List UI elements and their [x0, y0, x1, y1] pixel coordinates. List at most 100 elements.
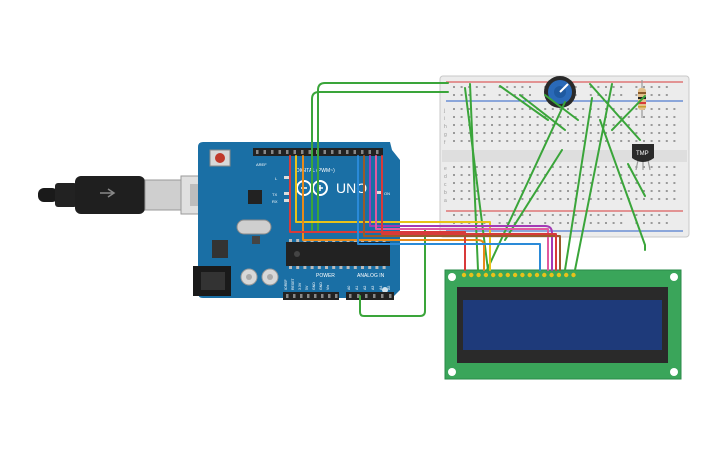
breadboard-hole: [559, 124, 562, 126]
breadboard-hole: [658, 174, 661, 176]
chip-pin: [310, 266, 314, 269]
lcd-pin: [469, 272, 474, 278]
breadboard-hole: [529, 132, 531, 134]
row-letter: j: [443, 108, 445, 114]
breadboard-hole: [658, 86, 661, 88]
breadboard-hole: [551, 198, 554, 200]
lcd-pin: [542, 272, 547, 278]
breadboard-hole: [529, 222, 531, 224]
breadboard-hole: [460, 166, 463, 168]
breadboard-hole: [673, 108, 676, 110]
lcd-pin: [549, 272, 554, 278]
breadboard-hole: [597, 182, 600, 184]
breadboard-hole: [483, 182, 486, 184]
lcd-pin: [571, 272, 576, 278]
breadboard-hole: [605, 94, 607, 96]
breadboard-hole: [536, 198, 539, 200]
breadboard-hole: [513, 108, 516, 110]
wires: [289, 82, 646, 317]
breadboard-hole: [453, 174, 455, 176]
breadboard-hole: [673, 174, 676, 176]
breadboard-hole: [475, 94, 478, 96]
breadboard-hole: [551, 116, 554, 118]
breadboard-hole: [635, 182, 638, 184]
breadboard-hole: [635, 214, 638, 216]
breadboard-hole: [620, 222, 623, 224]
breadboard-hole: [582, 174, 585, 176]
breadboard-hole: [658, 222, 661, 224]
breadboard-hole: [673, 132, 676, 134]
analog-pin-label: A3: [371, 286, 375, 290]
header-pin: [301, 150, 304, 154]
breadboard-hole: [513, 132, 516, 134]
breadboard-hole: [627, 116, 630, 118]
breadboard-hole: [597, 94, 600, 96]
breadboard-hole: [673, 166, 676, 168]
breadboard-hole: [620, 198, 623, 200]
breadboard-hole: [635, 140, 638, 142]
breadboard-hole: [536, 116, 539, 118]
breadboard-hole: [650, 222, 653, 224]
breadboard-hole: [453, 166, 455, 168]
breadboard-hole: [513, 214, 516, 216]
breadboard-hole: [635, 86, 638, 88]
analog-pin-label: A4: [379, 286, 383, 290]
breadboard-hole: [643, 182, 645, 184]
breadboard-hole: [483, 214, 486, 216]
breadboard-hole: [559, 174, 562, 176]
breadboard-hole: [513, 198, 516, 200]
breadboard-hole: [521, 214, 524, 216]
lcd-pin: [527, 272, 532, 278]
breadboard-hole: [589, 198, 592, 200]
breadboard-hole: [643, 174, 645, 176]
breadboard-hole: [551, 214, 554, 216]
wire-green: [611, 95, 646, 131]
header-pin: [263, 150, 266, 154]
breadboard-hole: [635, 132, 638, 134]
breadboard-hole: [529, 108, 531, 110]
lcd-pin: [556, 272, 562, 278]
breadboard-hole: [582, 190, 585, 192]
reset-button-icon: [215, 153, 225, 163]
breadboard-hole: [506, 198, 509, 200]
breadboard-hole: [536, 132, 539, 134]
breadboard-hole: [605, 182, 607, 184]
breadboard-hole: [460, 174, 463, 176]
breadboard-hole: [574, 108, 577, 110]
breadboard-hole: [574, 214, 577, 216]
breadboard-hole: [521, 94, 524, 96]
breadboard-hole: [665, 182, 668, 184]
breadboard-hole: [498, 132, 501, 134]
breadboard-hole: [529, 174, 531, 176]
breadboard-hole: [498, 124, 501, 126]
breadboard-hole: [475, 124, 478, 126]
wire-green: [359, 229, 426, 317]
breadboard-hole: [521, 182, 524, 184]
power-pin-label: GND: [319, 282, 323, 290]
wire-green: [589, 83, 641, 141]
breadboard-hole: [643, 140, 645, 142]
breadboard-hole: [597, 132, 600, 134]
breadboard-hole: [658, 198, 661, 200]
breadboard-hole: [650, 190, 653, 192]
breadboard-hole: [498, 94, 501, 96]
breadboard-hole: [658, 108, 661, 110]
breadboard-hole: [665, 140, 668, 142]
breadboard-hole: [475, 214, 478, 216]
breadboard-hole: [468, 190, 471, 192]
breadboard-hole: [544, 140, 547, 142]
breadboard-hole: [643, 132, 645, 134]
breadboard-hole: [589, 182, 592, 184]
breadboard-hole: [483, 124, 486, 126]
power-pin-label: IOREF: [284, 279, 288, 290]
breadboard-hole: [620, 174, 623, 176]
wire-green: [544, 94, 579, 121]
header-pin: [256, 150, 259, 154]
row-letter: e: [444, 166, 447, 172]
breadboard-hole: [544, 198, 547, 200]
breadboard-hole: [574, 182, 577, 184]
breadboard-hole: [658, 132, 661, 134]
breadboard-hole: [665, 214, 668, 216]
breadboard-hole: [529, 86, 531, 88]
breadboard-hole: [536, 174, 539, 176]
